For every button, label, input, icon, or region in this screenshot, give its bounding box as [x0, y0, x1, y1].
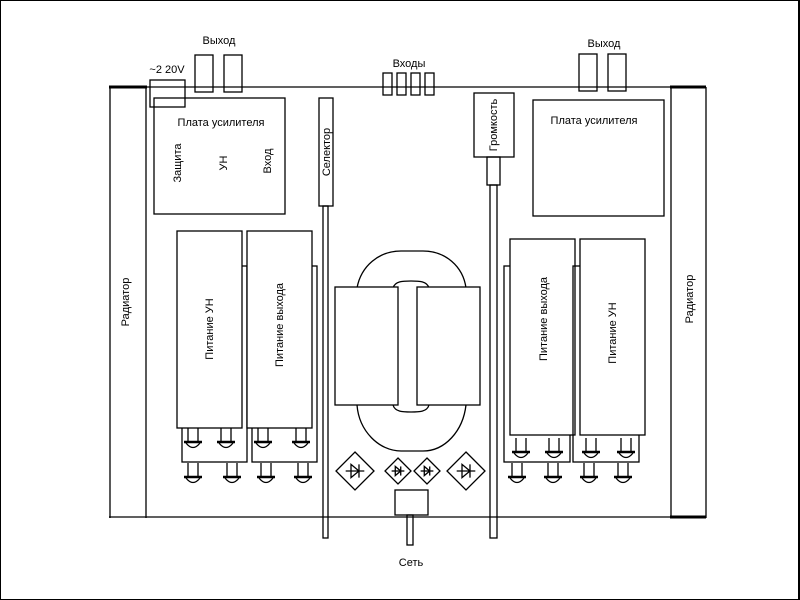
capacitor-icon [223, 463, 241, 484]
capacitor-icon [217, 428, 235, 449]
heatsink-right: Радиатор [670, 85, 707, 519]
heatsink-right-label: Радиатор [684, 275, 696, 324]
mains-fuse-block [149, 79, 186, 108]
volume-shaft [489, 184, 498, 539]
toroidal-transformer [334, 250, 481, 452]
output-right-label: Выход [588, 38, 621, 50]
preamp-label: УН [218, 155, 230, 170]
capacitor-icon [617, 438, 635, 459]
capacitor-icon [292, 428, 310, 449]
input-connectors [382, 72, 435, 96]
volume-control: Громкость [473, 92, 515, 539]
protection-label: Защита [172, 143, 184, 183]
amp-board-right-title: Плата усилителя [551, 115, 638, 127]
diode-bridges [335, 451, 486, 491]
psu-output-left: Питание выхода [246, 230, 318, 463]
capacitor-icon [254, 428, 272, 449]
volume-bushing [486, 156, 501, 186]
capacitor-icon [508, 463, 526, 484]
output-jack [194, 54, 214, 93]
input-label: Вход [262, 148, 274, 173]
psu-preamp-left-label: Питание УН [204, 298, 216, 359]
input-jack [382, 72, 393, 96]
mains-inlet: Сеть [394, 489, 429, 569]
input-selector: Селектор [318, 97, 334, 539]
diode-bridge-icon [446, 451, 486, 491]
amp-board-left-title: Плата усилителя [178, 117, 265, 129]
psu-preamp-left: Питание УН [176, 230, 248, 463]
mains-cable [406, 514, 414, 546]
capacitor-icon [257, 463, 275, 484]
input-jack [396, 72, 407, 96]
capacitor-icon [582, 438, 600, 459]
selector-label: Селектор [321, 128, 333, 176]
capacitor-icon [614, 463, 632, 484]
inputs-label: Входы [393, 58, 426, 70]
psu-output-right: Питание выхода [503, 238, 576, 463]
diode-bridge-icon [384, 457, 412, 485]
amp-board-right: Плата усилителя [532, 99, 665, 217]
transformer-winding-right [416, 286, 481, 406]
amp-board-left: Плата усилителя Защита УН Вход [153, 97, 286, 215]
capacitor-icon [184, 463, 202, 484]
output-left-label: Выход [203, 35, 236, 47]
capacitor-icon [545, 438, 563, 459]
psu-output-right-label: Питание выхода [538, 276, 550, 361]
input-jack [424, 72, 435, 96]
transformer-winding-left [334, 286, 399, 406]
mains-voltage-label: ~2 20V [149, 64, 185, 76]
capacitor-icon [544, 463, 562, 484]
filter-capacitors [184, 428, 635, 484]
selector-shaft [322, 205, 329, 539]
output-jack [607, 53, 627, 92]
mains-label: Сеть [399, 557, 424, 569]
volume-label: Громкость [488, 99, 500, 152]
diode-bridge-icon [413, 457, 441, 485]
capacitor-icon [512, 438, 530, 459]
input-jack [410, 72, 421, 96]
psu-preamp-right: Питание УН [572, 238, 646, 463]
output-connectors-left [194, 54, 243, 93]
output-jack [578, 53, 598, 92]
psu-output-left-label: Питание выхода [274, 282, 286, 367]
capacitor-icon [580, 463, 598, 484]
output-jack [223, 54, 243, 93]
capacitor-icon [184, 428, 202, 449]
heatsink-left: Радиатор [109, 85, 147, 518]
output-connectors-right [578, 53, 627, 92]
heatsink-left-label: Радиатор [120, 278, 132, 327]
psu-preamp-right-label: Питание УН [607, 302, 619, 363]
capacitor-icon [294, 463, 312, 484]
diode-bridge-icon [335, 451, 375, 491]
